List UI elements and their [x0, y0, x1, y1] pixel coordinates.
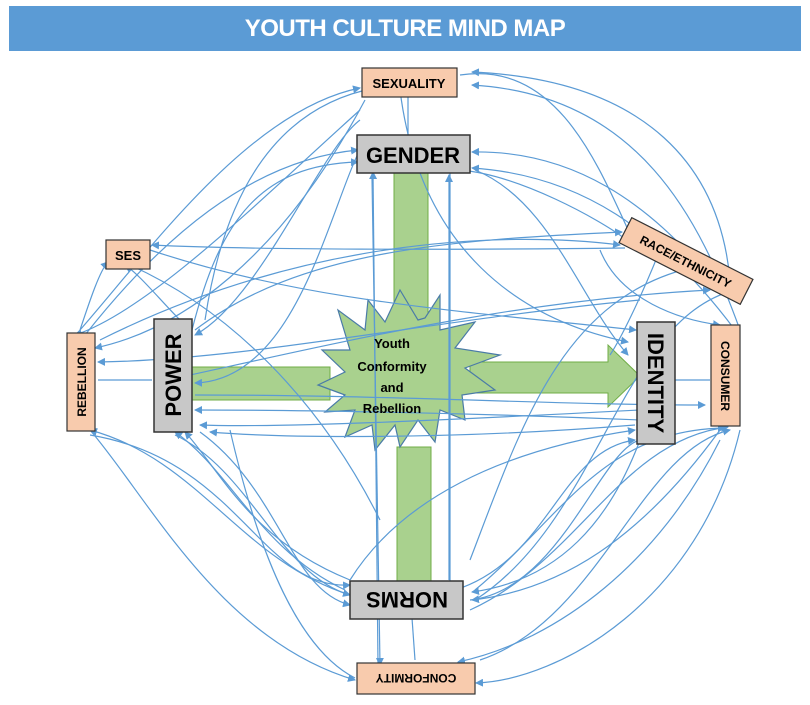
connector	[149, 249, 637, 334]
center-line-2: Conformity	[357, 359, 427, 374]
connector	[79, 261, 109, 331]
node-norms[interactable]: NORMS	[349, 580, 464, 620]
node-identity-label: IDENTITY	[643, 333, 668, 434]
connector	[411, 617, 416, 661]
connector	[209, 424, 636, 438]
node-gender[interactable]: GENDER	[356, 134, 471, 174]
connector	[469, 265, 691, 561]
connector	[471, 439, 641, 596]
node-conformity-label: CONFORMITY	[376, 671, 457, 685]
connector	[479, 427, 731, 661]
connector	[74, 109, 361, 337]
node-rebellion-label: REBELLION	[75, 347, 89, 416]
connector	[471, 68, 731, 281]
connector	[229, 429, 356, 679]
node-consumer[interactable]: CONSUMER	[710, 324, 741, 427]
page-title: YOUTH CULTURE MIND MAP	[9, 6, 801, 51]
connector	[194, 406, 641, 421]
connector	[129, 264, 381, 521]
node-conformity[interactable]: CONFORMITY	[356, 662, 476, 695]
connector	[474, 424, 726, 591]
node-identity[interactable]: IDENTITY	[636, 321, 676, 445]
node-ses-label: SES	[115, 248, 141, 263]
connector	[204, 85, 376, 321]
center-label: Youth Conformity and Rebellion	[357, 336, 427, 416]
connector	[184, 431, 351, 581]
connector	[459, 73, 636, 246]
node-ses[interactable]: SES	[105, 239, 151, 270]
connector	[174, 431, 346, 591]
connector	[89, 429, 356, 682]
node-consumer-label: CONSUMER	[718, 341, 732, 411]
connector	[599, 249, 721, 329]
connector	[99, 238, 621, 341]
connector	[124, 264, 181, 321]
connector	[79, 85, 361, 331]
center-line-1: Youth	[374, 336, 410, 351]
center-line-4: Rebellion	[363, 401, 422, 416]
green-bar-bottom	[396, 446, 432, 583]
node-norms-label: NORMS	[366, 587, 448, 612]
connector	[84, 146, 359, 336]
center-line-3: and	[380, 380, 403, 395]
connector	[199, 409, 641, 430]
connector	[151, 241, 626, 250]
node-gender-label: GENDER	[366, 143, 460, 168]
connector	[189, 286, 711, 376]
green-arrow-right	[469, 343, 641, 409]
node-sexuality[interactable]: SEXUALITY	[361, 67, 458, 98]
connector	[469, 439, 641, 601]
connector	[454, 436, 636, 591]
connector	[194, 119, 361, 336]
connector	[174, 434, 351, 597]
connector	[349, 427, 636, 581]
node-power-label: POWER	[161, 333, 186, 416]
connector	[475, 429, 741, 687]
connector	[474, 169, 629, 356]
connector	[469, 423, 729, 611]
node-rebellion[interactable]: REBELLION	[66, 332, 96, 432]
connector	[199, 431, 351, 608]
node-sexuality-label: SEXUALITY	[373, 76, 446, 91]
connector	[89, 434, 351, 590]
connector	[471, 429, 721, 604]
connector	[194, 228, 623, 331]
connector	[609, 249, 661, 356]
connectors	[74, 68, 741, 687]
node-power[interactable]: POWER	[153, 318, 193, 433]
connector	[457, 439, 721, 665]
connector	[474, 287, 736, 601]
connector	[94, 99, 366, 351]
connector	[194, 139, 366, 387]
